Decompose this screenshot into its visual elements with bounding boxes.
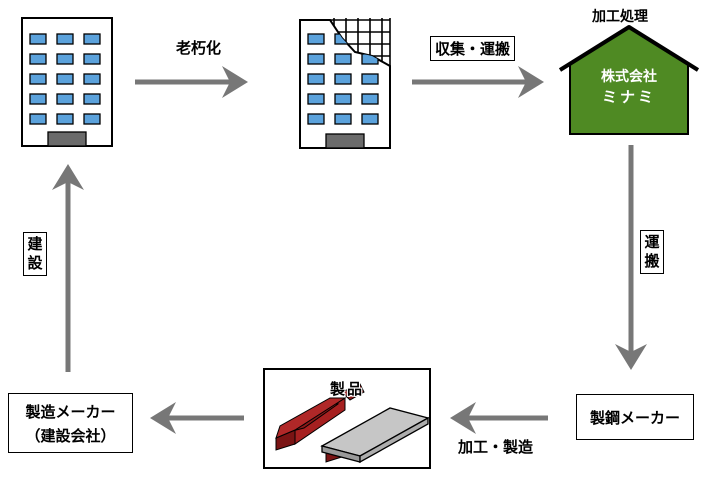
processing-company-house-icon	[558, 25, 700, 135]
label-transport: 運 搬	[640, 230, 664, 274]
node-steelmaker: 製鋼メーカー	[576, 394, 694, 440]
steel-plate-icon	[320, 407, 430, 464]
label-construction: 建 設	[23, 232, 47, 276]
arrow-manufacturer-to-building	[52, 164, 84, 372]
company-name-line-1: 株式会社	[601, 69, 657, 85]
node-manufacturer: 製造メーカー （建設会社）	[8, 393, 133, 453]
label-aging: 老朽化	[176, 39, 222, 57]
company-name: 株式会社 ミナミ	[570, 68, 688, 106]
label-transport-char-2: 搬	[644, 252, 660, 270]
manufacturer-sublabel: （建設会社）	[25, 426, 116, 445]
label-construction-char-2: 設	[27, 254, 43, 272]
steelmaker-label: 製鋼メーカー	[589, 408, 680, 427]
arrow-new-to-old	[135, 66, 248, 98]
manufacturer-label: 製造メーカー	[25, 402, 116, 421]
label-transport-char-1: 運	[644, 233, 660, 251]
label-construction-char-1: 建	[27, 235, 43, 253]
new-building-icon	[21, 17, 113, 147]
arrow-old-to-processor	[412, 66, 544, 98]
product-label: 製品	[330, 380, 365, 398]
arrow-product-to-manufacturer	[150, 402, 244, 434]
label-processing-manufacturing: 加工・製造	[458, 438, 534, 456]
arrow-processor-to-steelmaker	[615, 145, 647, 370]
node-product-box	[263, 368, 431, 469]
label-collection-transport: 収集・運搬	[430, 36, 516, 61]
aging-building-icon	[299, 18, 391, 149]
company-name-line-2: ミナミ	[601, 88, 656, 106]
label-processing: 加工処理	[592, 9, 648, 25]
arrow-steelmaker-to-product	[450, 402, 548, 434]
